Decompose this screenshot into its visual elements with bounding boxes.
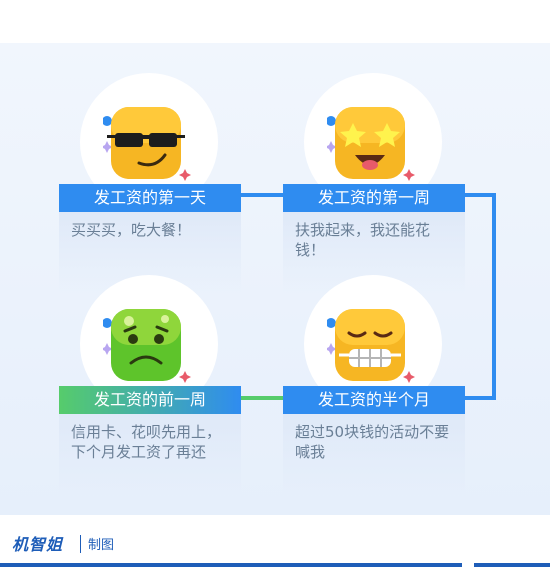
braces-face-icon [327,309,415,383]
sick-face-icon [103,309,191,383]
brand-logo: 机智姐 [12,535,64,554]
card-title: 发工资的第一周 [283,184,465,212]
footer-credit: 制图 [88,538,115,553]
card-note: 信用卡、花呗先用上，下个月发工资了再还 [59,414,241,498]
timeline-panel: 发工资的第一天 买买买，吃大餐！ 发工资的第一周 扶我起来，我还能花钱！ [0,43,550,515]
footer-rule-right [474,563,550,567]
footer-separator [80,535,81,553]
footer-rule-left [0,563,462,567]
card-title: 发工资的半个月 [283,386,465,414]
footer: 机智姐 制图 [0,515,550,577]
sunglasses-face-icon [103,107,191,181]
timeline-connector [240,193,496,400]
card-note: 超过50块钱的活动不要喊我 [283,414,465,498]
connector-week-half [465,193,496,400]
star-eyes-face-icon [327,107,415,181]
card-title: 发工资的第一天 [59,184,241,212]
card-title: 发工资的前一周 [59,386,241,414]
